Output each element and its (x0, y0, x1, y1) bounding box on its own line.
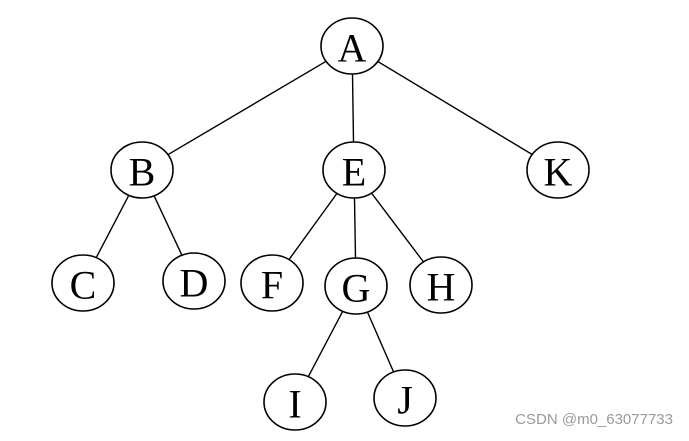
node-f: F (240, 254, 304, 312)
node-k: K (526, 141, 590, 199)
node-c: C (51, 254, 115, 312)
edge-a-k (377, 60, 533, 156)
watermark: CSDN @m0_63077733 (515, 411, 673, 428)
edge-g-j (366, 311, 395, 373)
node-label-e: E (342, 150, 366, 195)
node-label-f: F (261, 263, 283, 308)
node-h: H (409, 256, 473, 314)
node-i: I (263, 373, 327, 431)
node-label-b: B (129, 150, 156, 195)
node-circle-g (324, 257, 388, 315)
node-label-a: A (338, 26, 367, 71)
node-label-c: C (70, 263, 97, 308)
node-e: E (322, 141, 386, 199)
edge-a-b (167, 60, 327, 156)
node-label-h: H (427, 265, 456, 310)
node-g: G (324, 257, 388, 315)
node-a: A (320, 17, 384, 75)
tree-edges (95, 60, 533, 378)
node-label-d: D (180, 261, 209, 306)
node-j: J (373, 369, 437, 427)
edge-e-f (288, 192, 338, 261)
edge-a-e (351, 73, 355, 143)
edge-e-g (353, 197, 357, 259)
node-circle-c (51, 254, 115, 312)
node-circle-h (409, 256, 473, 314)
node-label-g: G (342, 266, 371, 311)
edge-b-d (153, 195, 183, 256)
node-b: B (110, 141, 174, 199)
node-circle-f (240, 254, 304, 312)
node-label-k: K (544, 150, 573, 195)
node-circle-a (320, 17, 384, 75)
node-label-i: I (288, 382, 301, 427)
node-circle-k (526, 141, 590, 199)
node-circle-i (263, 373, 327, 431)
tree-nodes: A B E K C D F G H I J (51, 17, 590, 431)
edge-e-h (370, 192, 425, 263)
node-label-j: J (397, 378, 413, 423)
node-circle-e (322, 141, 386, 199)
node-circle-d (162, 252, 226, 310)
edge-b-c (95, 194, 130, 259)
node-circle-b (110, 141, 174, 199)
edge-g-i (307, 310, 344, 378)
node-d: D (162, 252, 226, 310)
node-circle-j (373, 369, 437, 427)
